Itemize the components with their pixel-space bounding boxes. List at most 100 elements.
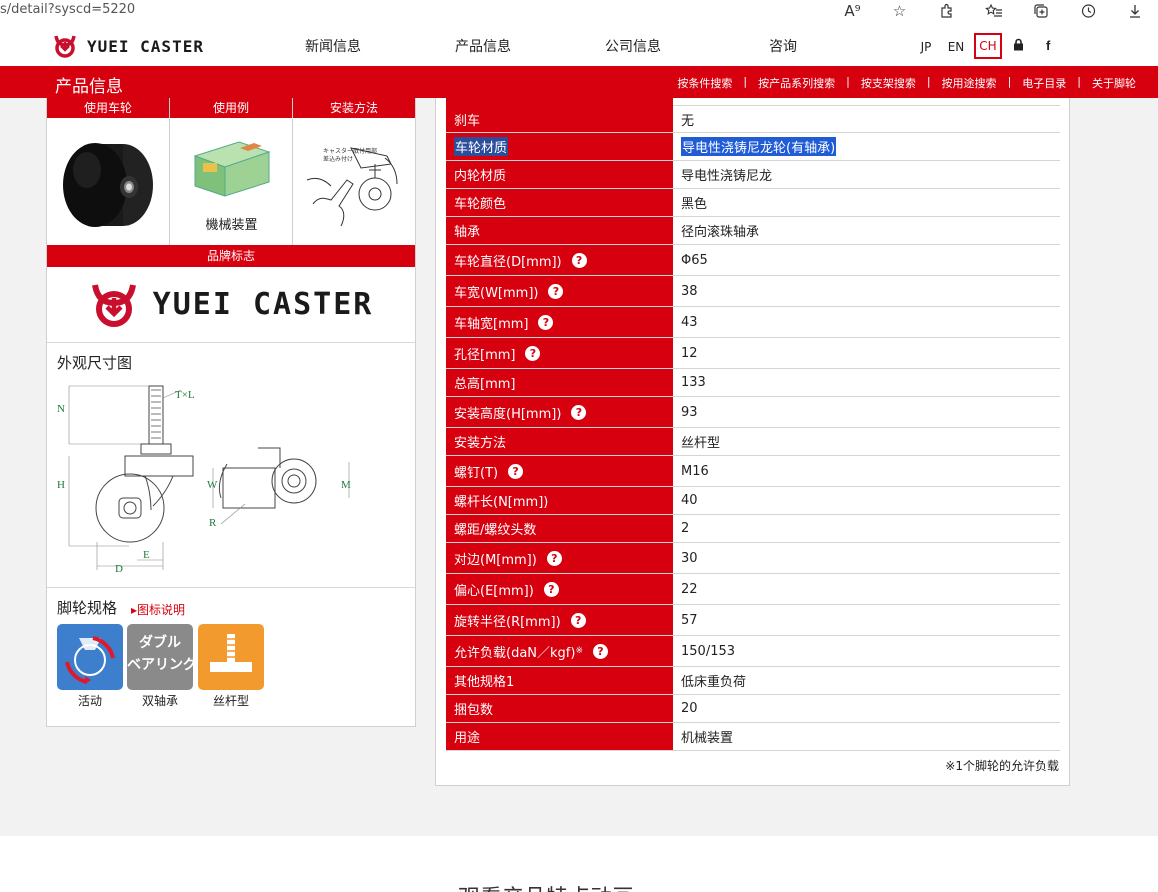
- dim-label-tl: T×L: [175, 389, 195, 401]
- spec-label: 旋转半径(R[mm])?: [446, 605, 673, 635]
- help-icon[interactable]: ?: [546, 550, 562, 566]
- thumb-wheel-head: 使用车轮: [47, 98, 169, 118]
- spec-label: 偏心(E[mm])?: [446, 574, 673, 604]
- spec-label: 用途: [446, 723, 673, 750]
- brand-logo: YUEI CASTER: [47, 267, 415, 343]
- spec-value-text: 无: [681, 113, 695, 129]
- history-icon[interactable]: [1064, 0, 1111, 22]
- nav-products[interactable]: 产品信息: [455, 39, 511, 55]
- subnav-series-search[interactable]: 按产品系列搜索: [758, 77, 836, 90]
- help-icon[interactable]: ?: [593, 643, 608, 659]
- spec-label-text: 车轮材质: [454, 137, 509, 156]
- lang-en[interactable]: EN: [947, 40, 965, 54]
- lang-ch[interactable]: CH: [974, 33, 1002, 59]
- spec-label-text: 车宽(W[mm]): [454, 285, 539, 301]
- help-icon[interactable]: ?: [525, 345, 541, 361]
- spec-row: 轴承径向滚珠轴承: [446, 217, 1060, 245]
- spec-row: 车轮颜色黑色: [446, 189, 1060, 217]
- site-logo[interactable]: YUEI CASTER: [52, 34, 204, 58]
- extensions-icon[interactable]: [923, 0, 970, 22]
- help-icon[interactable]: ?: [543, 581, 559, 597]
- help-icon[interactable]: ?: [571, 404, 587, 420]
- favorites-list-icon[interactable]: [970, 0, 1017, 22]
- collections-icon[interactable]: [1017, 0, 1064, 22]
- nav-news[interactable]: 新闻信息: [305, 39, 361, 55]
- spec-label-text: 轴承: [454, 225, 481, 240]
- spec-value-text: 57: [681, 612, 698, 628]
- spec-value: M16: [673, 456, 1060, 486]
- dimension-drawing[interactable]: T×L N H W M R E D: [53, 376, 359, 576]
- spec-value-text: 丝杆型: [681, 436, 721, 451]
- spec-label-text: 其他规格1: [454, 675, 515, 690]
- spec-row: 安装高度(H[mm])?93: [446, 397, 1060, 428]
- wheel-image: [63, 143, 153, 227]
- subnav-about-casters[interactable]: 关于脚轮: [1092, 77, 1136, 90]
- brand-logo-text: YUEI CASTER: [152, 287, 374, 322]
- spec-label-text: 车轮颜色: [454, 197, 507, 212]
- spec-label: 安装方法: [446, 428, 673, 455]
- spec-label-text: 旋转半径(R[mm]): [454, 614, 561, 630]
- nav-contact[interactable]: 咨询: [769, 39, 797, 55]
- spec-value: 导电性浇铸尼龙: [673, 161, 1060, 188]
- section-bar: 产品信息 按条件搜索| 按产品系列搜索| 按支架搜索| 按用途搜索| 电子目录|…: [0, 66, 1158, 98]
- help-icon[interactable]: ?: [538, 314, 554, 330]
- subnav-catalog[interactable]: 电子目录: [1022, 77, 1067, 90]
- help-icon[interactable]: ?: [548, 283, 564, 299]
- spec-label: 允许负载(daN／kgf)※?: [446, 636, 673, 666]
- thumb-wheel[interactable]: 使用车轮: [47, 98, 170, 245]
- spec-value-text: 150/153: [681, 643, 736, 659]
- caret-right-icon: ▸: [131, 603, 138, 617]
- load-footnote: ※1个脚轮的允许负载: [945, 759, 1059, 773]
- spec-table: 刹车无车轮材质导电性浇铸尼龙轮(有轴承)内轮材质导电性浇铸尼龙车轮颜色黑色轴承径…: [446, 106, 1060, 751]
- subnav-bracket-search[interactable]: 按支架搜索: [860, 77, 916, 90]
- double-bearing-spec-icon[interactable]: ダブル ベアリング: [127, 624, 193, 690]
- thumb-usage-example[interactable]: 使用例 機械装置: [170, 98, 293, 245]
- spec-value-text: 43: [681, 314, 698, 330]
- logo-text: YUEI CASTER: [87, 36, 204, 56]
- swivel-label: 活动: [77, 694, 102, 708]
- product-image-panel: 使用车轮 使用例 機械装置 安装方法: [46, 98, 416, 727]
- spec-row: 刹车无: [446, 106, 1060, 133]
- nav-company[interactable]: 公司信息: [605, 39, 661, 55]
- spec-value-text: 12: [681, 345, 698, 361]
- double-bearing-tile-text: ダブル ベアリング: [127, 635, 193, 673]
- spec-label-text: 内轮材质: [454, 169, 507, 184]
- spec-label-text: 捆包数: [454, 703, 494, 718]
- spec-value: 43: [673, 307, 1060, 337]
- spec-value: 133: [673, 369, 1060, 396]
- spec-value: 30: [673, 543, 1060, 573]
- spec-value: 丝杆型: [673, 428, 1060, 455]
- spec-label-text: 安装方法: [454, 436, 507, 451]
- read-aloud-icon[interactable]: A⁹: [844, 2, 861, 20]
- swivel-spec-icon[interactable]: [57, 624, 123, 690]
- spec-label-text: 螺钉(T): [454, 465, 499, 481]
- spec-value: 93: [673, 397, 1060, 427]
- spec-value: 12: [673, 338, 1060, 368]
- lock-icon[interactable]: [1013, 38, 1024, 55]
- help-icon[interactable]: ?: [570, 612, 586, 628]
- download-icon[interactable]: [1111, 0, 1158, 22]
- address-bar[interactable]: s/detail?syscd=5220: [0, 2, 136, 17]
- lang-jp[interactable]: JP: [920, 40, 932, 54]
- browser-toolbar: s/detail?syscd=5220 A⁹ ☆: [0, 0, 1158, 22]
- subnav-condition-search[interactable]: 按条件搜索: [677, 77, 733, 90]
- spec-row: 总高[mm]133: [446, 369, 1060, 397]
- spec-row: 螺杆长(N[mm])40: [446, 487, 1060, 515]
- favorite-star-icon[interactable]: ☆: [892, 2, 907, 20]
- machine-image: [193, 141, 271, 197]
- yuei-logo-icon: [54, 35, 76, 58]
- icon-legend-link[interactable]: ▸图标说明: [131, 601, 185, 618]
- spec-value-text: Φ65: [681, 252, 708, 268]
- threaded-stem-spec-icon[interactable]: [198, 624, 264, 690]
- spec-value: 38: [673, 276, 1060, 306]
- spec-label-text: 车轮直径(D[mm]): [454, 254, 562, 270]
- spec-label-text: 螺杆长(N[mm]): [454, 495, 549, 510]
- subnav-usage-search[interactable]: 按用途搜索: [941, 77, 997, 90]
- facebook-icon[interactable]: f: [1046, 38, 1051, 53]
- thumb-mounting[interactable]: 安装方法 キャスター取付用部 差込み付け: [293, 98, 415, 245]
- help-icon[interactable]: ?: [571, 252, 587, 268]
- help-icon[interactable]: ?: [508, 463, 524, 479]
- dim-label-m: M: [341, 479, 351, 491]
